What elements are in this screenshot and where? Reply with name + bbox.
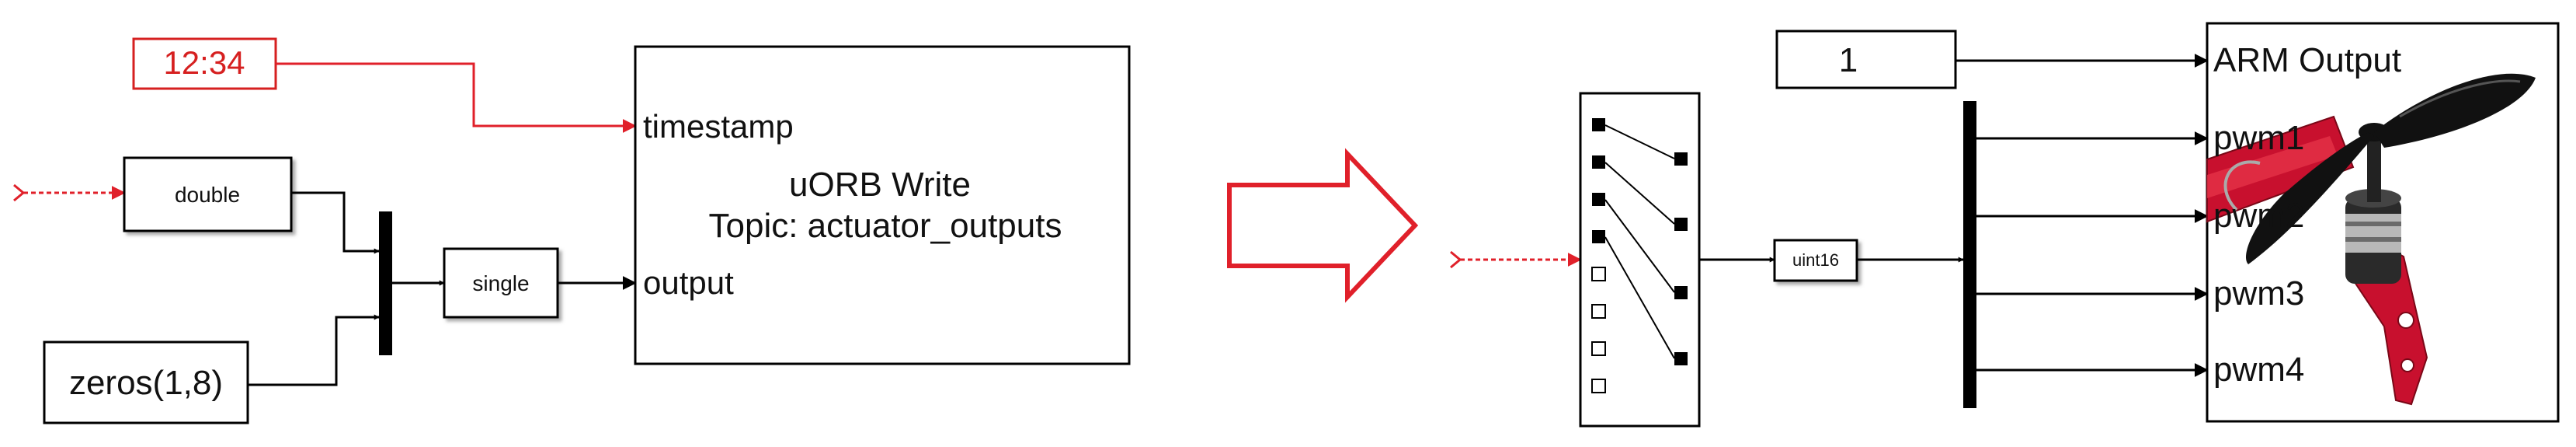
selector-input-empty [1591, 379, 1606, 393]
right-inport-signal [1450, 250, 1582, 269]
constant-block[interactable]: 1 [1775, 30, 1957, 89]
double-convert-block[interactable]: double [123, 156, 293, 232]
selector-input-filled [1592, 155, 1605, 169]
uint16-convert-block[interactable]: uint16 [1773, 239, 1858, 282]
clock-label: 12:34 [163, 44, 245, 81]
double-to-mux-line [291, 191, 380, 254]
zeros-label: zeros(1,8) [69, 364, 223, 402]
selector-output [1674, 218, 1688, 231]
left-mux-bar[interactable] [379, 211, 392, 355]
double-label: double [175, 183, 240, 207]
selector-output [1674, 286, 1688, 299]
port-arm-output-label: ARM Output [2213, 41, 2401, 79]
transition-arrow-icon [1227, 148, 1419, 303]
selector-map-line [1604, 162, 1675, 225]
left-inport-signal [13, 183, 126, 202]
selector-map-line [1604, 124, 1675, 159]
selector-map-line [1604, 199, 1675, 293]
selector-input-filled [1592, 193, 1605, 206]
selector-output [1674, 352, 1688, 365]
selector-input-empty [1591, 304, 1606, 319]
port-output-label: output [643, 264, 734, 301]
right-demux-bar[interactable] [1963, 101, 1976, 408]
port-pwm4-label: pwm4 [2213, 351, 2304, 389]
uorb-title: uORB Write [789, 166, 971, 204]
quadcopter-arm-icon [2206, 73, 2536, 406]
selector-map-line [1604, 236, 1675, 359]
selector-input-filled [1592, 230, 1605, 243]
uint16-label: uint16 [1792, 250, 1839, 270]
actuator-output-block[interactable]: ARM Output pwm1 pwm2 pwm3 pwm4 [2206, 22, 2560, 423]
selector-input-empty [1591, 341, 1606, 356]
port-timestamp-label: timestamp [643, 108, 794, 145]
selector-output [1674, 152, 1688, 166]
port-pwm1-label: pwm1 [2213, 119, 2304, 157]
single-convert-block[interactable]: single [443, 247, 559, 319]
selector-input-filled [1592, 118, 1605, 131]
constant-label: 1 [1839, 41, 1858, 79]
timestamp-signal-line [276, 62, 637, 133]
zeros-block[interactable]: zeros(1,8) [43, 340, 249, 424]
port-pwm2-label: pwm2 [2213, 197, 2304, 235]
port-pwm3-label: pwm3 [2213, 274, 2304, 313]
clock-block[interactable]: 12:34 [132, 37, 277, 90]
selector-block[interactable] [1579, 92, 1701, 428]
uorb-topic: Topic: actuator_outputs [709, 207, 1062, 245]
uorb-write-block[interactable]: timestamp uORB Write Topic: actuator_out… [634, 45, 1131, 365]
single-label: single [472, 271, 529, 295]
zeros-to-mux-line [248, 314, 380, 386]
selector-input-empty [1591, 267, 1606, 281]
